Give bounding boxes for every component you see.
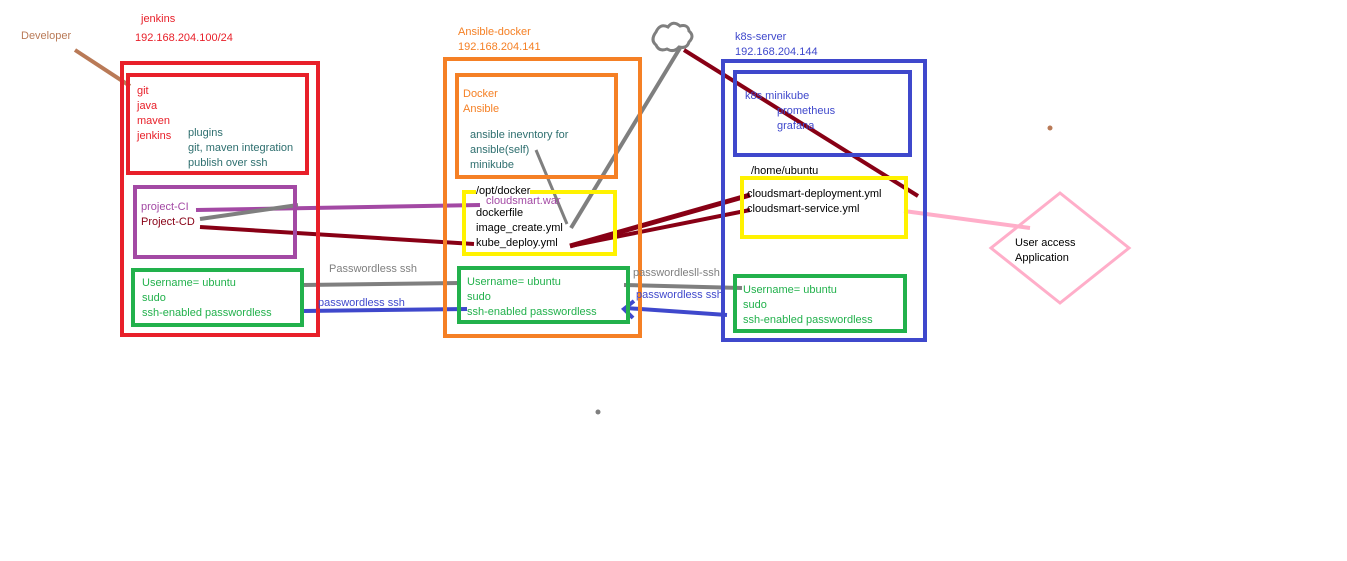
jenkins-ansible-blue-line [302, 307, 468, 313]
sudo-text: sudo [142, 292, 166, 304]
ansible-docker-dir-box [462, 190, 617, 256]
sudo-text: sudo [743, 299, 767, 311]
ansible-dir-label: /opt/docker [476, 184, 531, 199]
file-item: image_create.yml [476, 222, 563, 234]
cloud-icon [651, 21, 694, 53]
k8s-apps-box [733, 70, 912, 157]
jenkins-plugins: plugins git, maven integration publish o… [188, 126, 293, 171]
inventory-item: minikube [470, 159, 515, 171]
ansible-k8s-gray-label: passwordlesll-ssh [633, 267, 720, 279]
k8s-minikube-label: k8s minikube [745, 90, 810, 102]
ansible-files-list: dockerfile image_create.yml kube_deploy.… [476, 206, 563, 251]
inventory-item: ansible(self) [470, 144, 530, 156]
project-ci-gray-line [199, 203, 299, 221]
ssh-text: ssh-enabled passwordless [142, 307, 272, 319]
tool-item: maven [137, 115, 171, 127]
arrowhead-icon [621, 299, 636, 320]
ansible-k8s-blue-label: passwordless ssh [636, 289, 723, 301]
dot-marker [595, 409, 601, 415]
inventory-item: ansible inevntory for [470, 129, 569, 141]
dot-marker [1047, 125, 1053, 131]
jenkins-tools-box [126, 73, 309, 175]
jenkins-server-box [120, 61, 320, 337]
k8s-ip: 192.168.204.144 [735, 46, 818, 58]
ansible-title: Ansible-docker [458, 26, 531, 38]
ansible-inventory: ansible inevntory for ansible(self) mini… [470, 128, 568, 173]
k8s-files-list: cloudsmart-deployment.yml cloudsmart-ser… [747, 187, 882, 217]
jenkins-projects-box [133, 185, 297, 259]
jenkins-ansible-blue-label: passwordless ssh [318, 297, 405, 309]
war-to-image-line [534, 149, 569, 225]
tool-item: Docker [463, 88, 498, 100]
username-text: Username= ubuntu [467, 276, 561, 288]
app-item: grafana [777, 120, 815, 132]
cloudsmart-war-label: cloudsmart.war [486, 195, 561, 207]
file-item: cloudsmart-service.yml [747, 203, 860, 215]
file-item: kube_deploy.yml [476, 237, 558, 249]
plugin-item: git, maven integration [188, 142, 294, 154]
ansible-k8s-blue-line [625, 306, 728, 317]
plugin-item: publish over ssh [188, 157, 268, 169]
user-access-diamond [988, 191, 1132, 305]
username-text: Username= ubuntu [743, 284, 837, 296]
user-access-line: Application [1015, 252, 1069, 264]
k8s-monitoring-list: prometheus grafana [777, 104, 835, 134]
tool-item: jenkins [137, 130, 172, 142]
user-access-line: User access [1015, 237, 1076, 249]
jenkins-title: jenkins [141, 13, 176, 25]
file-item: cloudsmart-deployment.yml [747, 188, 882, 200]
user-access-label: User access Application [1015, 236, 1076, 266]
ansible-server-box [443, 57, 642, 338]
jenkins-tools-list: git java maven jenkins [137, 84, 171, 144]
file-item: dockerfile [476, 207, 524, 219]
ssh-text: ssh-enabled passwordless [467, 306, 597, 318]
plugins-title: plugins [188, 127, 223, 139]
kube-deploy-to-service-line [569, 208, 751, 248]
sudo-text: sudo [467, 291, 491, 303]
k8s-files-box [740, 176, 908, 239]
developer-label: Developer [21, 30, 72, 42]
ansible-tools-list: Docker Ansible [463, 87, 499, 117]
ansible-user-info: Username= ubuntu sudo ssh-enabled passwo… [467, 275, 597, 320]
username-text: Username= ubuntu [142, 277, 236, 289]
ansible-to-cloud-line [569, 46, 682, 230]
ansible-user-box [457, 266, 630, 324]
k8s-user-info: Username= ubuntu sudo ssh-enabled passwo… [743, 283, 873, 328]
app-item: prometheus [777, 105, 836, 117]
k8s-user-box [733, 274, 907, 333]
jenkins-ansible-gray-label: Passwordless ssh [329, 263, 418, 275]
tool-item: java [137, 100, 158, 112]
k8s-title: k8s-server [735, 31, 787, 43]
ansible-tools-box [455, 73, 618, 179]
jenkins-ip: 192.168.204.100/24 [135, 32, 233, 44]
kube-deploy-to-deployment-line [569, 192, 751, 249]
k8s-server-box [721, 59, 927, 342]
project-cd-label: Project-CD [141, 216, 195, 228]
k8s-dir-label: /home/ubuntu [751, 165, 819, 177]
jenkins-user-info: Username= ubuntu sudo ssh-enabled passwo… [142, 276, 272, 321]
jenkins-ansible-gray-line [302, 281, 461, 287]
project-cd-to-kube-deploy-line [199, 225, 475, 246]
tool-item: Ansible [463, 103, 500, 115]
project-ci-label: project-CI [141, 201, 189, 213]
ssh-text: ssh-enabled passwordless [743, 314, 873, 326]
tool-item: git [137, 85, 149, 97]
jenkins-user-box [131, 268, 304, 327]
ansible-ip: 192.168.204.141 [458, 41, 541, 53]
project-ci-to-war-line [195, 203, 481, 212]
